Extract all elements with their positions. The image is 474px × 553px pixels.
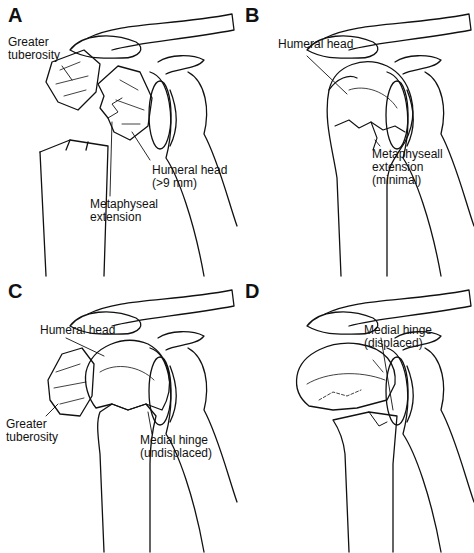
panel-letter: D [245,280,259,303]
part-label: Humeral head (>9 mm) [152,164,232,190]
panel-letter: A [8,4,22,27]
part-label: Metaphyseall extension (minimal) [372,148,467,187]
panel-letter: C [8,280,22,303]
part-label: Greater tuberosity [8,36,78,62]
part-label: Humeral head [278,38,368,51]
part-label: Metaphyseal extension [90,198,170,224]
part-label: Medial hinge (displaced) [364,324,464,350]
part-label: Humeral head [40,324,130,337]
panel-letter: B [245,4,259,27]
part-label: Medial hinge (undisplaced) [140,434,236,460]
part-label: Greater tuberosity [6,418,86,444]
